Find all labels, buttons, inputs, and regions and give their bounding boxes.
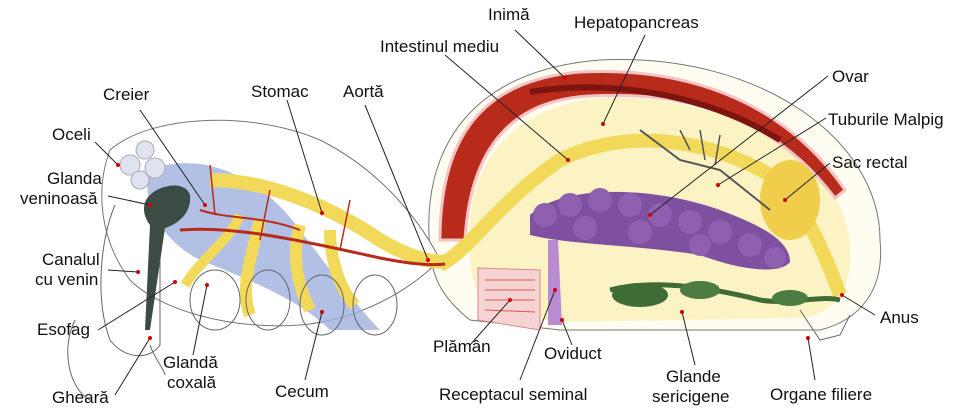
heart [438,69,848,242]
label-glanda-veninoasa-1: Glanda [47,169,102,188]
label-stomac: Stomac [251,82,309,101]
spinnerets [799,309,851,341]
label-glande-1: Glande [666,367,721,386]
ovary [530,188,790,270]
label-glanda-veninoasa-2: veninoasă [20,189,98,208]
label-ovar: Ovar [832,67,869,86]
abdomen [428,59,882,341]
label-inima: Inimă [488,5,530,24]
label-glanda-coxala-2: coxală [167,373,217,392]
label-anus: Anus [880,308,919,327]
label-intestinul-mediu: Intestinul mediu [380,37,499,56]
malpighian-tubules [639,129,771,211]
label-organe-filiere: Organe filiere [770,385,872,404]
ocelli [119,140,166,190]
arteries [179,164,446,267]
label-canalul-2: cu venin [35,270,98,289]
label-glande-2: sericigene [652,387,730,406]
label-receptacul-seminal: Receptacul seminal [439,385,587,404]
label-oviduct: Oviduct [544,344,602,363]
label-cecum: Cecum [275,382,329,401]
label-creier: Creier [103,85,150,104]
oviduct [548,240,562,325]
label-hepatopancreas: Hepatopancreas [574,13,699,32]
label-canalul-1: Canalul [42,250,100,269]
label-aorta: Aortă [343,82,384,101]
leader-lines [94,29,876,396]
stomach-and-ceca [180,173,446,318]
silk-glands [609,281,841,307]
rectal-sac [760,160,820,240]
label-esofag: Esofag [37,320,90,339]
label-plaman: Plămân [433,337,491,356]
label-sac-rectal: Sac rectal [832,153,908,172]
venom-gland [144,185,191,330]
chelicera [100,204,161,357]
label-gheara: Gheară [52,388,109,407]
label-glanda-coxala-1: Glandă [163,353,218,372]
labels: Creier Oceli Glanda veninoasă Canalul cu… [20,5,944,407]
label-oceli: Oceli [52,125,91,144]
leg-coxae [189,269,398,336]
label-tuburile-malpighi: Tuburile Malpig [828,110,944,129]
